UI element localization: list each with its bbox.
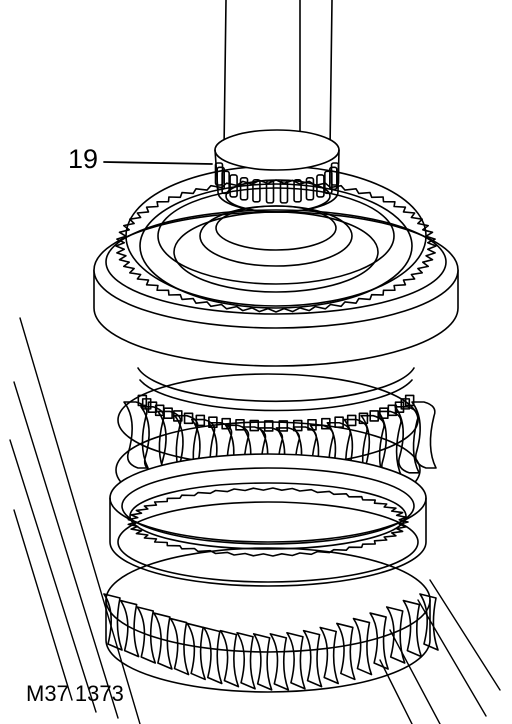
lower-helical-gear <box>103 547 439 693</box>
baulk-ring-slot <box>147 401 158 413</box>
bearing-roller <box>265 180 275 204</box>
helical-tooth <box>269 633 290 691</box>
baulk-ring-edge <box>139 379 413 412</box>
helical-tooth <box>252 633 273 691</box>
helical-tooth <box>186 622 206 681</box>
baulk-ring-slot <box>183 412 194 425</box>
helical-tooth <box>319 626 340 685</box>
baulk-ring-slot <box>334 416 344 429</box>
helical-tooth <box>369 612 389 670</box>
baulk-ring-slot <box>263 420 274 432</box>
baulk-ring-slot <box>307 419 317 431</box>
bearing-roller <box>329 166 338 191</box>
baulk-ring-slot <box>221 417 231 430</box>
helical-tooth <box>286 631 306 690</box>
synchro-splines <box>115 179 437 313</box>
baulk-ring-slot <box>292 419 303 432</box>
baulk-ring-edge <box>137 367 415 403</box>
helical-tooth <box>302 629 323 688</box>
bearing-roller <box>330 162 340 186</box>
upper-synchro-sleeve <box>93 165 459 432</box>
callout-number: 19 <box>68 144 99 174</box>
helical-tooth <box>136 606 157 664</box>
helical-tooth <box>385 606 406 664</box>
baulk-ring-slot <box>208 416 218 429</box>
baulk-ring-slot <box>235 419 245 431</box>
hub-splines <box>127 487 409 557</box>
figure-reference: M37 1373 <box>26 681 124 706</box>
baulk-ring-slot <box>173 410 183 422</box>
bearing-roller <box>216 166 225 191</box>
baulk-ring-slot <box>195 414 206 427</box>
mainshaft <box>223 0 333 151</box>
helical-tooth <box>119 599 140 658</box>
helical-tooth <box>153 612 173 670</box>
helical-tooth <box>402 599 423 658</box>
bearing-roller <box>229 174 238 198</box>
helical-tooth <box>336 622 356 681</box>
leader-line <box>103 161 213 165</box>
bearing-roller <box>305 177 315 201</box>
baulk-ring-slot <box>387 404 398 417</box>
baulk-ring-slot <box>141 398 152 410</box>
bearing-roller <box>239 177 249 201</box>
baulk-ring-slot <box>321 417 331 430</box>
helical-tooth <box>103 593 123 651</box>
bearing-roller <box>279 180 289 204</box>
helical-tooth <box>202 626 223 685</box>
helical-tooth <box>352 617 373 676</box>
helical-tooth <box>169 617 190 676</box>
bearing-roller <box>221 170 230 195</box>
helical-tooth <box>236 631 256 690</box>
bearing-roller <box>316 174 325 198</box>
helical-tooth <box>219 629 240 688</box>
baulk-ring-slot <box>163 407 173 420</box>
baulk-ring-slot <box>369 410 379 422</box>
baulk-ring-slot <box>358 412 369 425</box>
helical-tooth <box>419 593 439 651</box>
baulk-ring-slot <box>404 394 415 407</box>
bearing-roller <box>293 179 302 203</box>
lower-synchro-hub <box>109 453 427 587</box>
baulk-ring-slot <box>346 414 357 427</box>
needle-roller-bearing <box>214 129 340 213</box>
baulk-ring-slot <box>249 419 260 432</box>
bearing-roller <box>252 179 261 203</box>
baulk-ring-slot <box>394 401 405 413</box>
helical-tooth <box>411 401 437 469</box>
baulk-ring-slot <box>278 420 289 432</box>
